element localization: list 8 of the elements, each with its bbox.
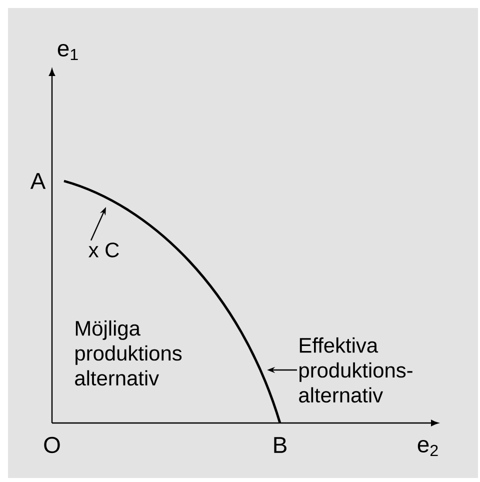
axis-label: e$_{2}$ xyxy=(418,440,438,456)
region-label: Möjliga produktions alternativ xyxy=(75,320,182,386)
point-label: O xyxy=(44,436,60,454)
annotation-text: Effektiva produktions- alternativ xyxy=(299,337,412,403)
axis-label: e$_{1}$ xyxy=(58,44,78,60)
point-label: A xyxy=(30,173,46,189)
frontier-curve xyxy=(64,180,282,424)
point-label: B xyxy=(274,437,286,453)
